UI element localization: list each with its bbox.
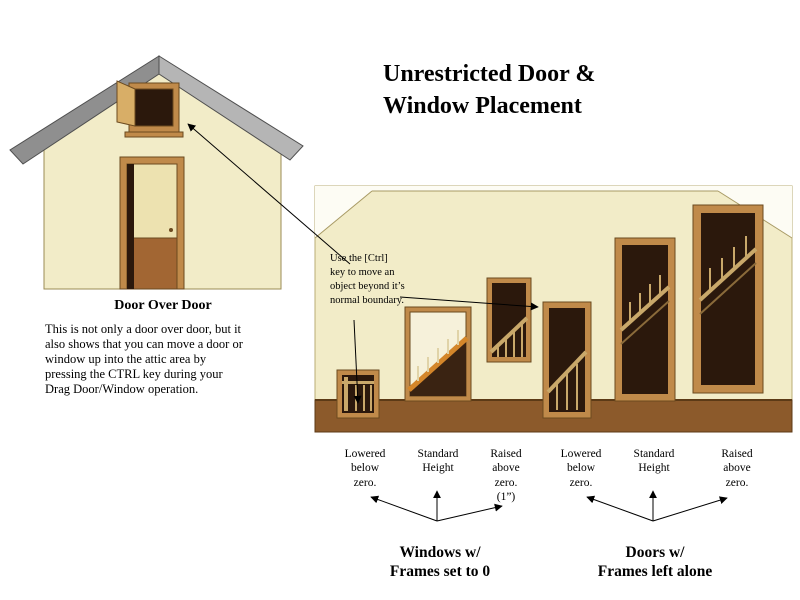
interior-ceiling [315, 186, 792, 238]
page-title: Unrestricted Door & Window Placement [383, 61, 596, 120]
arrow-to-lowered-window [353, 319, 362, 404]
label-fan-arrows-windows [370, 490, 503, 522]
label-window-raised: Raised above zero. (1”) [490, 448, 522, 503]
house-description: This is not only a door over door, but i… [45, 322, 243, 396]
interior-illustration [314, 185, 793, 433]
ctrl-key-note: Use the [Ctrl] key to move an object bey… [330, 253, 405, 306]
door-raised [692, 204, 764, 394]
label-window-standard: Standard Height [417, 448, 459, 475]
attic-window [116, 80, 184, 138]
callout-arrows [187, 123, 539, 404]
house-caption: Door Over Door [114, 298, 212, 313]
attic-window-open-sash [116, 80, 136, 127]
label-door-standard: Standard Height [633, 448, 675, 475]
label-window-lowered: Lowered below zero. [344, 448, 386, 489]
arrow-to-lowered-door [399, 296, 539, 311]
label-door-lowered: Lowered below zero. [560, 448, 602, 489]
group-caption-windows: Windows w/ Frames set to 0 [389, 544, 491, 581]
arrow-to-attic-window [187, 123, 351, 265]
window-raised [486, 277, 532, 363]
attic-window-sill [124, 131, 184, 138]
door-lowered [542, 301, 592, 419]
label-door-raised: Raised above zero. [721, 448, 753, 489]
roof-right-slope [158, 55, 304, 161]
group-caption-doors: Doors w/ Frames left alone [597, 544, 713, 581]
entry-door [119, 156, 185, 290]
door-standard [614, 237, 676, 402]
door-knob [169, 228, 173, 232]
window-standard [404, 306, 472, 402]
house-illustration [9, 55, 304, 290]
label-fan-arrows-doors [586, 490, 728, 522]
